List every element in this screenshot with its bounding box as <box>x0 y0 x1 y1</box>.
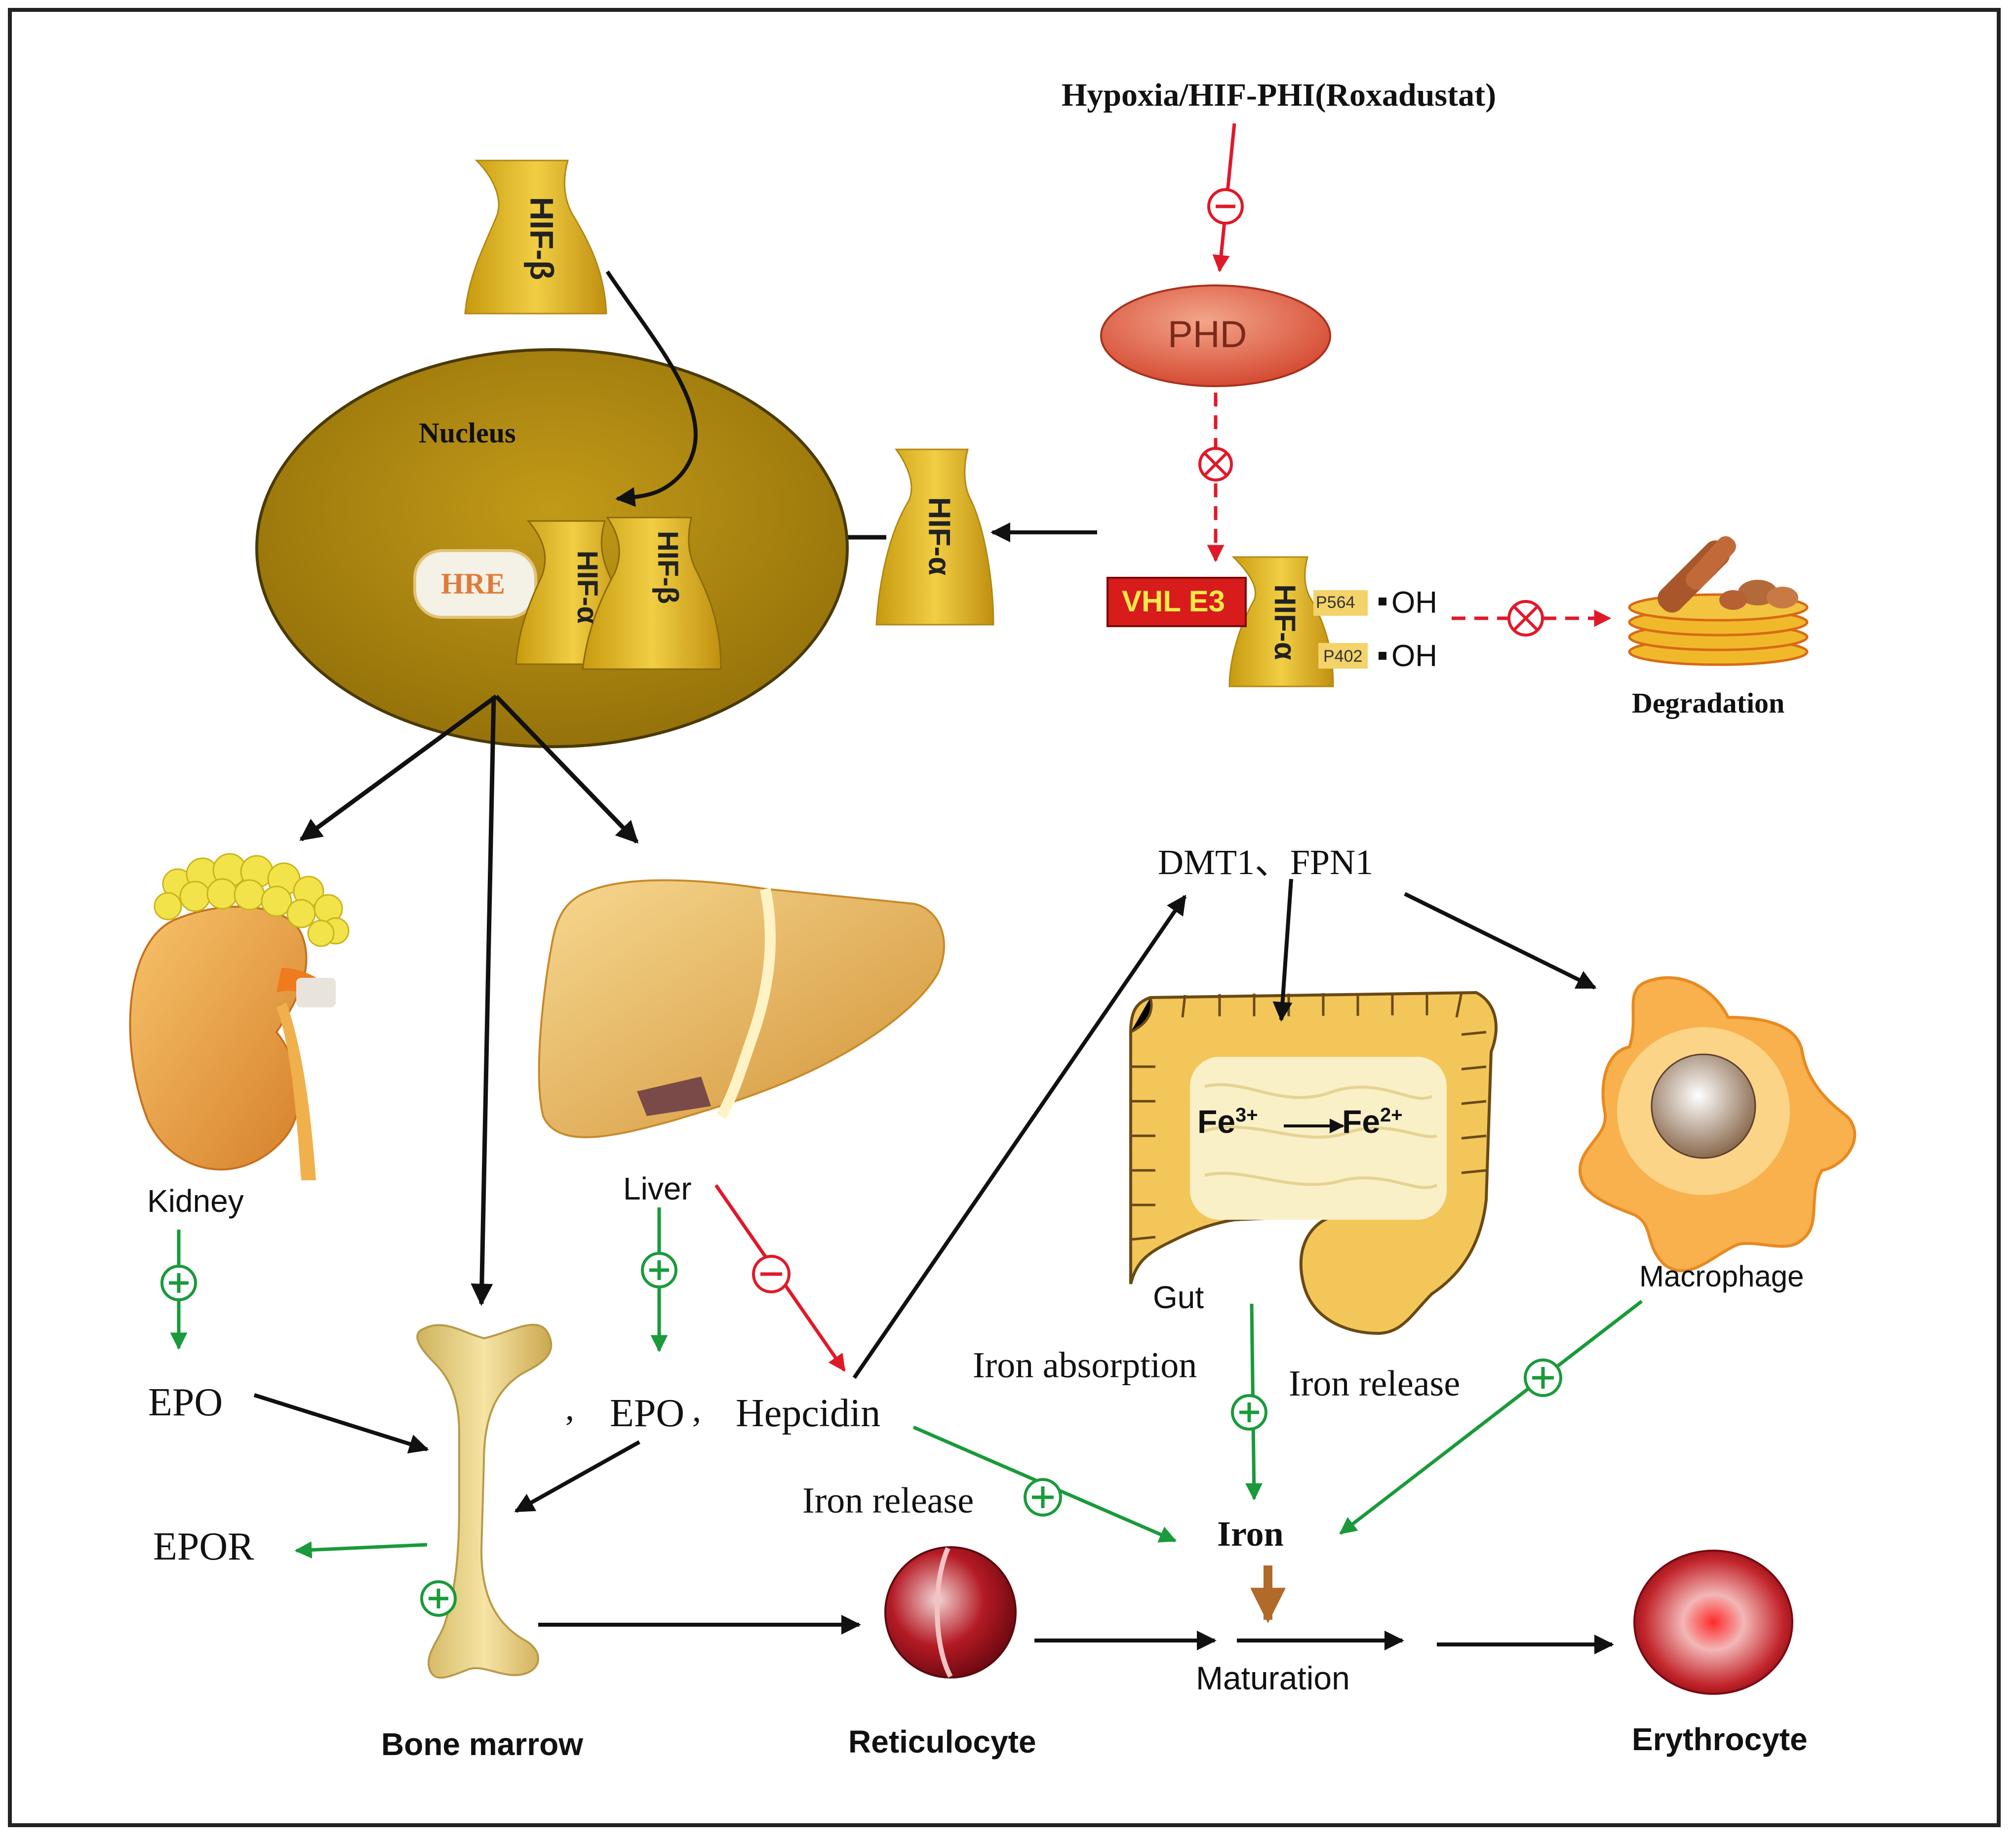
p564-tag <box>1313 590 1368 616</box>
activate-plus-icon-kidney <box>160 1265 197 1301</box>
phd-ellipse <box>1100 284 1331 387</box>
hre-label: HRE <box>441 567 506 600</box>
gut-illustration <box>1129 991 1498 1335</box>
kidney-illustration <box>129 853 350 1180</box>
p564-label: P564 <box>1316 593 1355 612</box>
block-x-icon-degradation <box>1507 600 1544 637</box>
proteasome-icon <box>1628 536 1809 666</box>
hif-alpha-label-free: HIF-α <box>922 497 956 576</box>
activate-plus-icon-macrophage <box>1524 1359 1562 1397</box>
vhl-e3-box <box>1107 577 1247 627</box>
iron-absorption-label: Iron absorption <box>973 1345 1197 1386</box>
hif-beta-label-nucleus: HIF-β <box>652 530 684 604</box>
activate-plus-icon-liver <box>641 1252 677 1288</box>
macrophage-label: Macrophage <box>1639 1260 1804 1293</box>
reticulocyte-cell <box>884 1546 1017 1679</box>
hif-beta-label-free: HIF-β <box>523 197 560 280</box>
hif-beta-protein-free <box>464 160 607 315</box>
p402-tag <box>1318 643 1368 669</box>
vhl-e3-label: VHL E3 <box>1122 585 1225 618</box>
kidney-label: Kidney <box>147 1183 244 1219</box>
oh-label-1: OH <box>1391 586 1437 620</box>
phd-label: PHD <box>1168 314 1247 356</box>
epo-liver-label: EPO <box>610 1392 685 1435</box>
reticulocyte-label: Reticulocyte <box>848 1724 1036 1760</box>
bone-marrow-label: Bone marrow <box>381 1726 583 1762</box>
fe3-label: Fe3+ <box>1197 1103 1258 1140</box>
iron-release-liver-label: Iron release <box>802 1481 974 1521</box>
liver-label: Liver <box>623 1171 692 1206</box>
hif-alpha-protein-free <box>875 448 994 626</box>
erythrocyte-cell <box>1633 1550 1793 1695</box>
hre-box <box>413 549 537 619</box>
activate-plus-icon-gut <box>1231 1394 1267 1431</box>
hif-alpha-label-vhl: HIF-α <box>1268 584 1302 660</box>
nucleus-label: Nucleus <box>419 417 516 449</box>
block-x-icon-phd <box>1198 447 1233 481</box>
erythrocyte-label: Erythrocyte <box>1632 1721 1808 1757</box>
p402-label: P402 <box>1323 647 1363 666</box>
figure-border <box>8 8 2001 1827</box>
iron-label: Iron <box>1217 1514 1284 1554</box>
liver-illustration <box>538 879 945 1138</box>
degradation-label: Degradation <box>1632 687 1785 719</box>
dmt1-fpn1-label: DMT1、FPN1 <box>1158 842 1374 882</box>
liver-separator-1: , <box>565 1388 574 1428</box>
hypoxia-input-label: Hypoxia/HIF-PHI(Roxadustat) <box>1062 77 1497 113</box>
activate-plus-icon-iron-release-liver <box>1024 1478 1062 1517</box>
macrophage-illustration <box>1578 976 1857 1273</box>
hif-alpha-protein-vhl <box>1228 556 1334 687</box>
epor-label: EPOR <box>153 1525 254 1568</box>
gut-label: Gut <box>1153 1280 1204 1315</box>
liver-separator-2: , <box>692 1390 701 1429</box>
epo-kidney-label: EPO <box>148 1381 223 1424</box>
inhibit-minus-icon-phd <box>1207 188 1244 225</box>
fe2-label: Fe2+ <box>1342 1103 1403 1140</box>
maturation-label: Maturation <box>1196 1660 1350 1696</box>
activate-plus-icon-bone <box>420 1580 457 1617</box>
oh-label-2: OH <box>1391 639 1437 673</box>
hepcidin-label: Hepcidin <box>736 1392 881 1435</box>
inhibit-minus-icon-hepcidin <box>752 1255 791 1293</box>
hif-alpha-label-nucleus: HIF-α <box>571 550 604 624</box>
iron-release-gut-label: Iron release <box>1289 1363 1461 1404</box>
hif-beta-protein-nucleus <box>582 517 722 670</box>
